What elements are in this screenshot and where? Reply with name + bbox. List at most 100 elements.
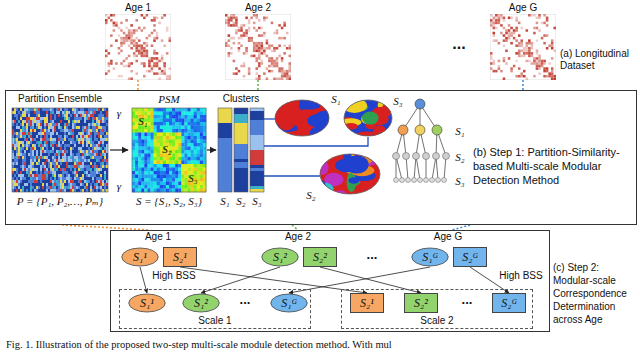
psm-cell [135,112,138,116]
psm-cell [175,129,178,133]
ensemble-pixel [80,135,82,138]
psm-cell [194,161,197,165]
ensemble-pixel [66,147,68,150]
ensemble-pixel [58,186,60,189]
ensemble-pixel [84,186,86,189]
psm-cell [181,140,184,144]
psm-cell [160,168,163,172]
ensemble-pixel [86,135,88,138]
ensemble-pixel [34,153,36,156]
cluster-link [264,118,275,119]
ensemble-pixel [30,144,32,147]
psm-cell [138,175,141,179]
ensemble-pixel [34,183,36,186]
psm-cell [169,115,172,119]
ensemble-pixel [82,186,84,189]
ensemble-pixel [20,150,22,153]
psm-cell [172,175,175,179]
psm-cell [188,115,191,119]
ensemble-pixel [66,126,68,129]
ensemble-pixel [30,123,32,126]
psm-cell [184,178,187,182]
ensemble-pixel [72,123,74,126]
cluster-frame [218,108,232,192]
ensemble-pixel [84,171,86,174]
ensemble-pixel [36,117,38,120]
ensemble-pixel [62,123,64,126]
ensemble-pixel [74,183,76,186]
ensemble-pixel [20,186,22,189]
ensemble-pixel [88,189,90,192]
ensemble-pixel [38,156,40,159]
ensemble-pixel [32,129,34,132]
psm-cell [169,112,172,116]
ensemble-pixel [40,147,42,150]
ensemble-pixel [74,180,76,183]
ensemble-pixel [90,126,92,129]
psm-cell [144,161,147,165]
ensemble-pixel [90,117,92,120]
psm-cell [188,150,191,154]
ensemble-pixel [104,123,106,126]
psm-cell [191,154,194,158]
psm-cell [200,147,203,151]
psm-cell [184,168,187,172]
ensemble-pixel [34,111,36,114]
ensemble-pixel [96,138,98,141]
psm-cell [160,112,163,116]
ensemble-pixel [30,108,32,111]
ensemble-pixel [100,162,102,165]
ensemble-pixel [46,150,48,153]
ensemble-pixel [106,171,108,174]
psm-cell [172,133,175,137]
ensemble-pixel [44,159,46,162]
ensemble-pixel [96,114,98,117]
ensemble-pixel [24,120,26,123]
ensemble-pixel [94,123,96,126]
ensemble-pixel [102,108,104,111]
ensemble-pixel [70,174,72,177]
ensemble-pixel [70,156,72,159]
psm-cell [157,157,160,161]
ensemble-pixel [52,174,54,177]
ensemble-pixel [100,132,102,135]
ensemble-pixel [52,171,54,174]
ensemble-pixel [94,141,96,144]
ensemble-pixel [90,138,92,141]
ensemble-pixel [34,159,36,162]
psm-cell [197,126,200,130]
psm-cell [184,133,187,137]
ensemble-pixel [76,141,78,144]
psm-cell [160,161,163,165]
ensemble-pixel [34,171,36,174]
ensemble-pixel [76,186,78,189]
cluster-stripe [234,159,248,162]
ensemble-pixel [34,162,36,165]
psm-cell [178,147,181,151]
ensemble-pixel [80,150,82,153]
ensemble-pixel [20,153,22,156]
ensemble-pixel [60,108,62,111]
ensemble-pixel [86,123,88,126]
cluster-stripe [218,114,232,117]
ensemble-pixel [94,153,96,156]
psm-cell [151,112,154,116]
ensemble-pixel [26,114,28,117]
ensemble-pixel [18,135,20,138]
ensemble-pixel [38,189,40,192]
psm-cell [147,119,150,123]
ensemble-pixel [76,117,78,120]
ensemble-pixel [60,123,62,126]
ensemble-pixel [58,117,60,120]
ensemble-pixel [68,153,70,156]
ensemble-pixel [102,171,104,174]
ensemble-pixel [98,150,100,153]
psm-cell [178,140,181,144]
ensemble-pixel [72,174,74,177]
ensemble-pixel [60,132,62,135]
psm-cell [147,140,150,144]
ensemble-pixel [14,120,16,123]
psm-cell [191,147,194,151]
ensemble-pixel [38,141,40,144]
psm-cell [138,108,141,112]
